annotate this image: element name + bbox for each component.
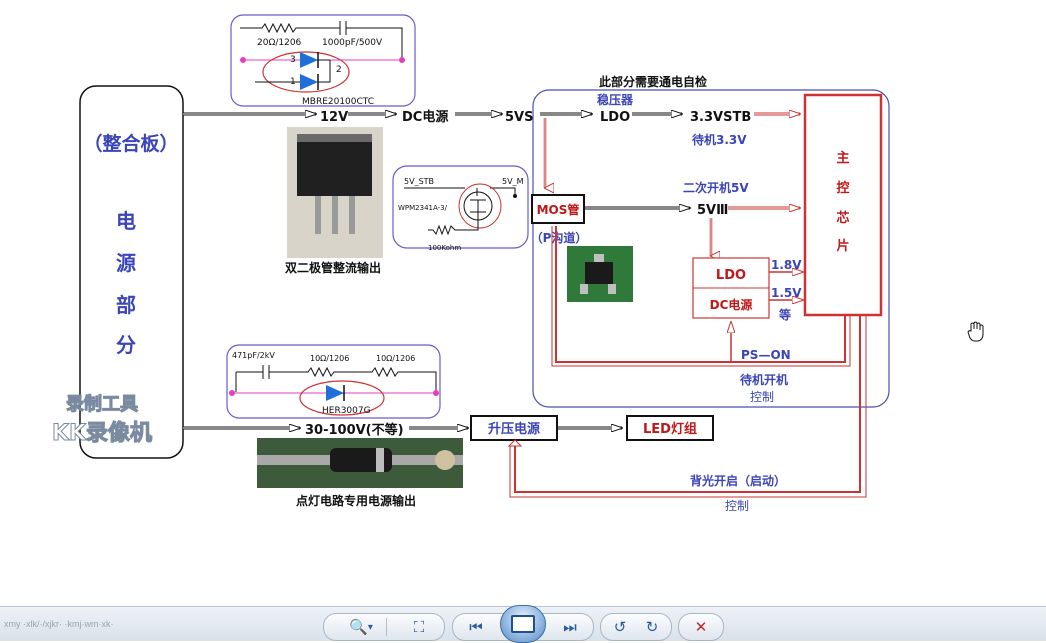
regulator-label: 稳压器: [597, 92, 634, 107]
backlight-control-line: [514, 316, 861, 493]
rc-snubber-wires: [240, 21, 403, 60]
fit-window-icon: ⛶: [413, 618, 425, 636]
label-standby-3v3: 待机3.3V: [692, 132, 747, 147]
diode-part-label: MBRE20100CTC: [302, 97, 374, 107]
node-dot: [229, 390, 235, 396]
slideshow-icon: [511, 615, 535, 633]
ldo-top-label: LDO: [600, 110, 630, 125]
main-chip-char-4: 片: [836, 238, 849, 254]
node-dot: [240, 57, 246, 63]
main-chip-char-1: 主: [836, 150, 849, 166]
diode-highlight-ellipse: [262, 51, 350, 93]
board-char-4: 分: [116, 333, 136, 357]
label-1v8: 1.8V: [771, 258, 802, 272]
mos-5vstb-label: 5V_STB: [404, 177, 434, 186]
backlight-on-label: 背光开启（启动）: [690, 473, 786, 488]
boost-power-label: 升压电源: [488, 421, 540, 437]
led-group-box: [626, 415, 714, 441]
viewer-toolbar: xmy ·xlk/·/xjkr· ·kmj·wm·xk· 🔍 ▾ ⛶ ⏮ ⏭ ↺…: [0, 605, 1046, 643]
diode-symbol-lower: [300, 74, 318, 90]
board-char-1: 电: [116, 209, 136, 233]
resistor-10b-label: 10Ω/1206: [376, 354, 415, 363]
label-3v3stb: 3.3VSTB: [690, 110, 751, 125]
dual-diode-caption: 双二极管整流输出: [285, 260, 381, 275]
self-check-title: 此部分需要通电自检: [599, 74, 707, 89]
second-boot-label: 二次开机5V: [683, 180, 749, 195]
rotate-ccw-icon: ↺: [613, 618, 627, 636]
her-diode-highlight-ellipse: [299, 380, 385, 416]
previous-button[interactable]: ⏮: [461, 616, 491, 638]
status-text: xmy ·xlk/·/xjkr· ·kmj·wm·xk·: [4, 619, 114, 629]
control-label-1: 控制: [750, 390, 774, 404]
fit-window-button[interactable]: ⛶: [404, 616, 434, 638]
rc-resistor-label: 20Ω/1206: [257, 38, 302, 48]
lamp-circuit-caption: 点灯电路专用电源输出: [296, 493, 416, 508]
rotate-cw-icon: ↻: [645, 618, 659, 636]
label-30-100v: 30-100V(不等): [305, 422, 404, 438]
board-title: （整合板）: [83, 132, 178, 155]
diode-pin-3: 3: [290, 55, 296, 65]
rotate-ccw-button[interactable]: ↺: [605, 616, 635, 638]
diode-pin-1: 1: [290, 77, 296, 87]
her-part-label: HER3007G: [322, 406, 371, 416]
mos-resistor-label: 100Kohm: [428, 244, 461, 252]
node-dot: [399, 57, 405, 63]
watermark-line1: 录制工具: [66, 394, 138, 415]
rc-capacitor-label: 1000pF/500V: [322, 38, 383, 48]
label-12v: 12V: [320, 110, 348, 125]
main-chip-box: [803, 93, 883, 317]
next-icon: ⏭: [563, 618, 577, 636]
rotate-group: ↺ ↻: [600, 613, 672, 641]
zoom-button[interactable]: 🔍 ▾: [344, 616, 378, 638]
mos-5vm-label: 5V_M: [502, 177, 524, 186]
close-icon: ✕: [694, 618, 708, 636]
standby-boot-label: 待机开机: [740, 372, 788, 387]
her-diode-symbol: [326, 385, 344, 401]
mos-highlight-ellipse: [458, 183, 502, 229]
board-char-3: 部: [116, 293, 136, 317]
p-channel-label: （P沟道）: [531, 230, 588, 245]
hand-cursor-icon: [967, 321, 984, 342]
delete-button[interactable]: ✕: [686, 616, 716, 638]
mos-tube-label: MOS管: [537, 202, 580, 217]
previous-icon: ⏮: [469, 618, 483, 636]
next-button[interactable]: ⏭: [555, 616, 585, 638]
self-check-box: [532, 89, 890, 408]
label-dc-power: DC电源: [402, 109, 448, 125]
ps-on-label: PS—ON: [741, 348, 791, 362]
label-deng: 等: [778, 307, 791, 322]
control-label-2: 控制: [725, 499, 749, 513]
watermark-line2: KK录像机: [52, 420, 152, 446]
label-1v5: 1.5V: [771, 286, 802, 300]
ps-on-feedback-line: [555, 226, 846, 363]
mos-part-label: WPM2341A-3/: [398, 204, 448, 212]
zoom-fit-group: 🔍 ▾ ⛶: [323, 613, 445, 641]
main-chip-char-2: 控: [836, 180, 849, 196]
diode-symbol-upper: [300, 52, 318, 68]
ldo-box-label: LDO: [716, 268, 746, 283]
diode-pin-2: 2: [336, 65, 342, 75]
slideshow-button[interactable]: [500, 605, 546, 643]
label-5vs: 5VS: [505, 110, 533, 125]
led-group-label: LED灯组: [643, 421, 697, 437]
cap-471-label: 471pF/2kV: [232, 351, 275, 360]
main-chip-char-3: 芯: [836, 210, 849, 226]
node-dot: [433, 390, 439, 396]
board-char-2: 源: [116, 251, 136, 275]
delete-group: ✕: [678, 613, 724, 641]
mos-circuit-box: [392, 165, 529, 249]
boost-power-box: [470, 415, 558, 441]
resistor-10a-label: 10Ω/1206: [310, 354, 349, 363]
mos-tube-box: [531, 194, 585, 224]
zoom-icon: 🔍: [349, 618, 368, 636]
chevron-down-icon: ▾: [367, 621, 373, 633]
rotate-cw-button[interactable]: ↻: [637, 616, 667, 638]
dc-box-label: DC电源: [710, 297, 753, 312]
label-5v-m: 5VⅢ: [697, 203, 728, 218]
diode-wires: [255, 59, 331, 83]
power-board-box: [79, 85, 184, 459]
